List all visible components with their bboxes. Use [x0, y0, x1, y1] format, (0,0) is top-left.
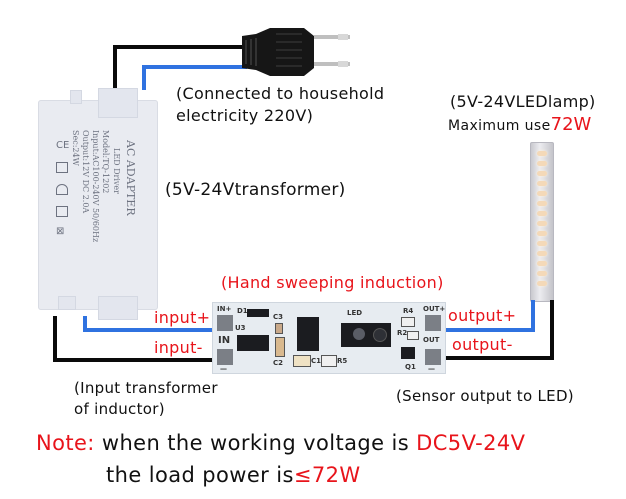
mains-wire-black [113, 45, 247, 49]
certification-icon [56, 162, 68, 173]
transformer-label: (5V-24Vtransformer) [165, 180, 346, 200]
pcb-out-plus-pad [425, 315, 441, 331]
pcb-r5-label: R5 [337, 357, 348, 365]
adapter-sec: Sec:24W [71, 130, 80, 166]
input-note-line2: of inductor) [74, 400, 165, 418]
pcb-out-plus-label: OUT+ [423, 305, 446, 313]
controller-chip [297, 317, 319, 351]
output-plus-label: output+ [448, 306, 517, 325]
ir-receiver [373, 328, 387, 342]
sensor-title: (Hand sweeping induction) [221, 273, 444, 292]
input-minus-wire [53, 316, 57, 361]
capacitor-c2 [275, 337, 285, 357]
note-line1-text: when the working voltage is [101, 431, 410, 455]
pcb-out-minus-label: — [428, 365, 435, 373]
output-note: (Sensor output to LED) [396, 387, 574, 405]
adapter-input: Input:AC100-240V 50/60Hz [91, 130, 100, 243]
note-prefix: Note: [36, 431, 95, 455]
input-note-line1: (Input transformer [74, 379, 218, 397]
pcb-in-label: IN [218, 335, 231, 346]
capacitor-c1 [293, 355, 311, 367]
input-minus-wire [53, 358, 213, 362]
capacitor-c3 [275, 323, 283, 334]
pcb-c2-label: C2 [273, 359, 284, 367]
pcb-r2-label: R2 [397, 329, 408, 337]
transformer-adapter: AC ADAPTER LED Driver Model:TQ-1202 Inpu… [38, 88, 158, 320]
adapter-subtitle: LED Driver [112, 148, 121, 194]
output-plus-wire [444, 328, 534, 332]
resistor-r5 [321, 355, 337, 367]
output-plus-wire [531, 300, 535, 332]
adapter-output: Output:12V DC 2.0A [81, 130, 90, 214]
transistor-q1 [401, 347, 415, 359]
double-insulation-icon [56, 206, 68, 217]
pcb-in-minus-label: — [220, 365, 227, 373]
input-plus-wire [83, 328, 213, 332]
mains-label-line1: (Connected to household [176, 84, 385, 103]
lamp-max-value: 72W [550, 114, 592, 135]
adapter-model: Model:TQ-1202 [101, 130, 110, 194]
ce-mark-icon: CE [56, 140, 70, 151]
mains-wire-blue [142, 65, 146, 90]
resistor-r2 [407, 331, 419, 340]
mains-wire-black [113, 45, 117, 90]
note-power: ≤72W [293, 463, 361, 487]
input-minus-label: input- [154, 338, 203, 357]
pcb-in-plus-pad [217, 315, 233, 331]
pcb-in-minus-pad [217, 349, 233, 365]
note-line1: Note: when the working voltage is DC5V-2… [36, 430, 525, 456]
pcb-out-label: OUT [423, 336, 440, 344]
output-minus-wire [444, 356, 554, 360]
recycle-bin-icon: ⊠ [56, 226, 65, 237]
note-line2: the load power is≤72W [106, 462, 361, 488]
diode-d1 [247, 309, 269, 317]
pcb-r4-label: R4 [403, 307, 414, 315]
pcb-c1-label: C1 [311, 357, 322, 365]
output-minus-label: output- [452, 335, 513, 354]
pcb-led-label: LED [347, 309, 363, 317]
pcb-d1-label: D1 [237, 307, 248, 315]
power-plug-icon [242, 28, 350, 76]
note-voltage: DC5V-24V [416, 431, 526, 455]
adapter-title: AC ADAPTER [124, 140, 137, 216]
pcb-c3-label: C3 [273, 313, 284, 321]
led-lamp-bar [530, 142, 554, 302]
mains-label-line2: electricity 220V) [176, 106, 314, 125]
lamp-label-line1: (5V-24VLEDlamp) [450, 92, 596, 111]
input-plus-label: input+ [154, 308, 211, 327]
pcb-u3-label: U3 [235, 324, 246, 332]
pcb-in-plus-label: IN+ [217, 305, 232, 313]
mains-wire-blue [142, 65, 247, 69]
pcb-out-minus-pad [425, 349, 441, 365]
regulator-u3 [237, 335, 269, 351]
lamp-max-label: Maximum use [448, 118, 551, 134]
resistor-r4 [401, 317, 415, 327]
ir-emitter [353, 328, 365, 340]
note-line2-text: the load power is [106, 463, 294, 487]
sensor-pcb: IN+ IN — D1 C3 U3 C2 C1 R5 LED R4 R2 Q1 … [212, 302, 446, 374]
house-icon [56, 184, 68, 195]
input-plus-wire [83, 316, 87, 332]
output-minus-wire [550, 300, 554, 360]
lamp-label-line2: Maximum use72W [448, 114, 591, 135]
pcb-q1-label: Q1 [405, 363, 416, 371]
